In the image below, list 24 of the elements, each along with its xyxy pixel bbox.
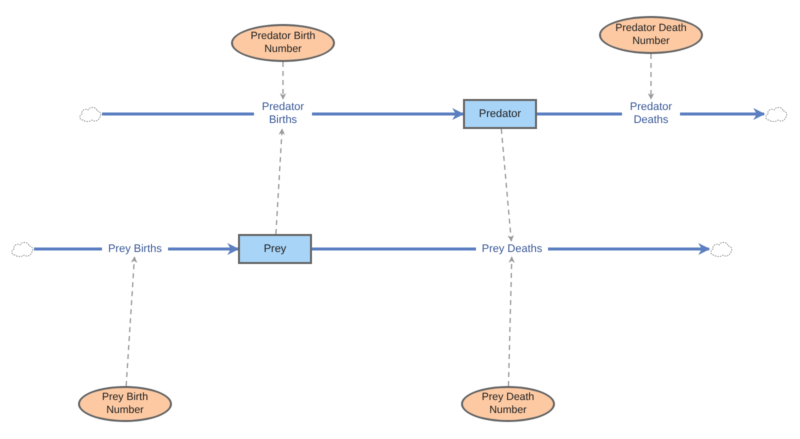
dashed-arrow	[500, 128, 514, 242]
flow-label: Predator Deaths	[622, 99, 680, 129]
flow-arrow	[168, 243, 240, 255]
flow-label: Prey Births	[102, 241, 168, 257]
cloud-icon	[78, 105, 102, 123]
dashed-arrow	[275, 128, 285, 234]
constant-ellipse: Prey Death Number	[461, 386, 555, 422]
dashed-arrow	[508, 256, 515, 386]
dashed-arrow	[126, 256, 138, 386]
flow-arrow	[548, 243, 710, 255]
cloud-icon	[764, 105, 788, 123]
flow-arrow	[312, 108, 464, 120]
flow-label: Prey Deaths	[476, 241, 548, 257]
flow-arrow	[680, 108, 766, 120]
stock-box: Prey	[238, 234, 312, 264]
dashed-arrow	[648, 54, 654, 100]
flow-label: Predator Births	[254, 99, 312, 129]
cloud-icon	[10, 240, 34, 258]
constant-ellipse: Predator Death Number	[599, 16, 703, 54]
constant-ellipse: Predator Birth Number	[231, 24, 335, 62]
cloud-icon	[709, 240, 733, 258]
stock-box: Predator	[463, 99, 537, 129]
constant-ellipse: Prey Birth Number	[78, 386, 172, 422]
dashed-arrow	[280, 62, 286, 100]
